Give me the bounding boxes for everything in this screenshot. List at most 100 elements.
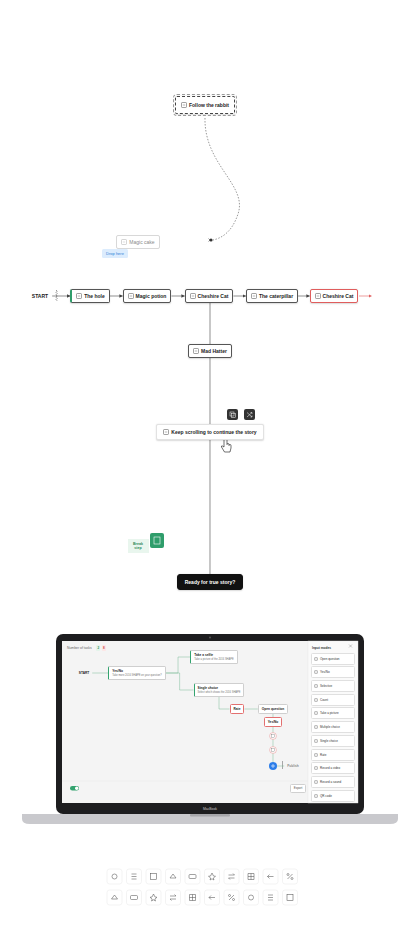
node-icon <box>181 102 187 108</box>
toolbar-icon <box>127 869 142 884</box>
node-icon <box>190 293 196 299</box>
start-node: START <box>76 669 92 677</box>
laptop-lid <box>56 634 364 814</box>
input-mode-item: Record a sound <box>311 776 355 788</box>
toolbar-icon <box>283 869 298 884</box>
toolbar-icon <box>107 869 122 884</box>
connector <box>52 296 70 297</box>
task-box: Rate <box>230 704 245 714</box>
drop-hint: Drop here <box>102 249 128 258</box>
node-icon <box>314 766 318 770</box>
screen-zigzag <box>282 761 283 769</box>
node-title: Single choice <box>198 686 219 690</box>
copy-button <box>227 409 238 420</box>
process-box: Cheshire Cat <box>310 289 359 303</box>
node-title: Open question <box>262 707 284 711</box>
node-icon <box>314 698 318 702</box>
count-badge: 2 <box>96 645 100 650</box>
connector <box>209 440 210 574</box>
node-title: Cheshire Cat <box>323 293 354 299</box>
toolbar-icon <box>146 869 161 884</box>
toolbar-icon <box>244 869 259 884</box>
input-mode-panel: Input modesOpen questionYes/NoSelectiveC… <box>311 646 355 802</box>
input-mode-item: QR code <box>311 790 355 802</box>
rabbit-trail <box>205 118 239 240</box>
break-step-icon <box>150 533 164 548</box>
node-icon <box>314 780 318 784</box>
node-icon <box>121 239 127 245</box>
process-box: The hole <box>70 289 110 303</box>
node-title: Record a sound <box>320 780 341 784</box>
screen-footer-line <box>62 781 308 782</box>
toolbar-icon <box>244 890 259 905</box>
close-icon <box>349 645 352 648</box>
break-step-glyph <box>154 537 160 544</box>
input-mode-item: Rate <box>311 749 355 761</box>
node-title: Count <box>320 698 328 702</box>
node-title: START <box>32 293 48 299</box>
input-mode-item: Open question <box>311 653 355 665</box>
start-trigger: Follow the rabbit <box>175 96 235 114</box>
node-title: Rate <box>234 707 241 711</box>
toolbar-icon <box>127 890 142 905</box>
node-icon <box>314 794 318 798</box>
node-title: The hole <box>84 293 105 299</box>
icon-toolbar <box>107 869 298 905</box>
node-icon <box>314 670 318 674</box>
node-title: The caterpillar <box>259 293 293 299</box>
input-mode-item: Count <box>311 694 355 706</box>
toolbar-icon <box>205 869 220 884</box>
connector <box>233 296 245 297</box>
connector <box>110 296 123 297</box>
toolbar-icon <box>146 890 161 905</box>
toolbar-icon <box>283 890 298 905</box>
count-badge: 8 <box>102 645 106 650</box>
connector <box>244 709 257 710</box>
input-mode-item: Record a video <box>311 762 355 774</box>
node-title: Yes/No <box>112 669 123 673</box>
node-subtitle: Select which shows the 2016 SHAPE <box>198 691 241 694</box>
node-icon <box>315 293 321 299</box>
process-box: Cheshire Cat <box>185 289 234 303</box>
task-box: Single choiceSelect which shows the 2016… <box>194 683 245 697</box>
toolbar-icon <box>224 890 239 905</box>
node-icon <box>251 293 257 299</box>
node-icon <box>314 739 318 743</box>
connector <box>166 657 191 673</box>
toolbar-icon <box>205 890 220 905</box>
laptop-notch <box>190 814 230 817</box>
device-name: MacBook <box>203 807 217 811</box>
task-count-label: Number of tasks <box>67 646 92 650</box>
laptop-camera <box>209 637 211 639</box>
connector <box>92 673 108 674</box>
node-title: Cheshire Cat <box>198 293 229 299</box>
task-box: Take a selfieTake a picture of the 2016 … <box>190 650 237 664</box>
process-box: The caterpillar <box>246 289 298 303</box>
node-icon <box>163 429 169 435</box>
export-button: Export <box>290 784 307 793</box>
connector <box>166 673 194 690</box>
node-icon <box>128 293 134 299</box>
toolbar-icon <box>263 890 278 905</box>
laptop-base <box>22 814 398 824</box>
node-title: Multiple choice <box>320 725 340 729</box>
dragged-card: Magic cake <box>116 235 159 249</box>
input-mode-item: Selective <box>311 680 355 692</box>
node-title: Yes/No <box>320 670 330 674</box>
side-panel <box>308 641 358 803</box>
end-box: Ready for true story? <box>177 574 244 590</box>
trail-end-icon <box>209 238 213 241</box>
node-title: Rate <box>320 753 326 757</box>
node-title: Single choice <box>320 739 338 743</box>
exit-line <box>359 296 370 297</box>
node-title: Ready for true story? <box>185 579 236 585</box>
node-subtitle: Take a picture of the 2016 SHAPE <box>194 658 233 661</box>
exit-arrowhead <box>369 295 372 298</box>
node-subtitle: Take more 2016 SHAPE on your question? <box>112 674 161 677</box>
start-zigzag <box>56 290 57 301</box>
task-box: Yes/No <box>264 717 283 727</box>
node-title: Selective <box>320 684 332 688</box>
node-icon <box>314 657 318 661</box>
